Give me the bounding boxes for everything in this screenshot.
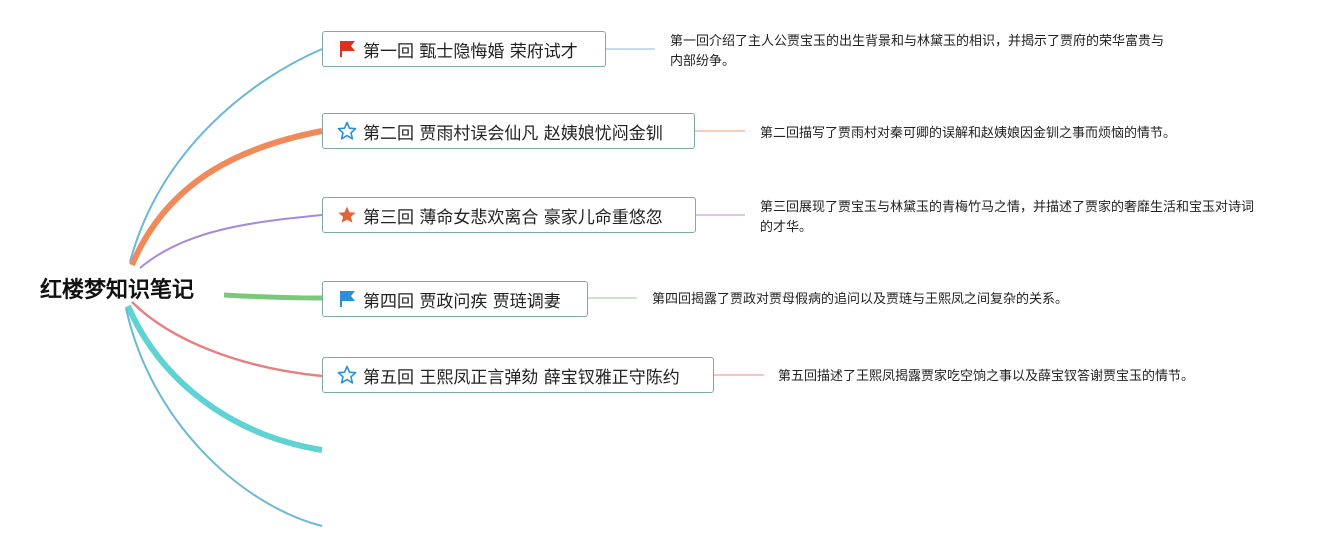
- chapter-node-2[interactable]: 第二回 贾雨村误会仙凡 赵姨娘忧闷金钏: [322, 113, 695, 149]
- chapter-description-2: 第二回描写了贾雨村对秦可卿的误解和赵姨娘因金钏之事而烦恼的情节。: [760, 126, 1177, 141]
- red-flag-icon: [337, 39, 357, 59]
- branch-line-4: [223, 292, 323, 301]
- chapter-title: 第四回 贾政问疾 贾琏调妻: [363, 291, 561, 312]
- chapter-node-4[interactable]: 第四回 贾政问疾 贾琏调妻: [322, 281, 588, 317]
- branch-line-6: [125, 304, 323, 453]
- orange-star-icon: [337, 205, 357, 225]
- branch-line-3: [139, 214, 323, 269]
- branch-lines: [125, 48, 323, 527]
- root-topic[interactable]: 红楼梦知识笔记: [40, 278, 195, 303]
- description-connectors: [588, 48, 764, 376]
- chapter-node-3[interactable]: 第三回 薄命女悲欢离合 豪家儿命重悠忽: [322, 197, 696, 233]
- branch-line-5: [131, 301, 323, 378]
- branch-line-1: [129, 48, 323, 263]
- chapter-title: 第五回 王熙凤正言弹劾 薛宝钗雅正守陈约: [363, 367, 680, 388]
- chapter-description-5: 第五回描述了王熙凤揭露贾家吃空饷之事以及薛宝钗答谢贾宝玉的情节。: [778, 369, 1195, 384]
- chapter-title: 第一回 甄士隐悔婚 荣府试才: [363, 41, 578, 62]
- branch-line-7: [125, 307, 323, 527]
- chapter-description-3: 第三回展现了贾宝玉与林黛玉的青梅竹马之情，并描述了贾家的奢靡生活和宝玉对诗词的才…: [760, 200, 1255, 235]
- branch-line-2: [129, 128, 323, 267]
- chapter-title: 第二回 贾雨村误会仙凡 赵姨娘忧闷金钏: [363, 123, 663, 144]
- chapter-description-1: 第一回介绍了主人公贾宝玉的出生背景和与林黛玉的相识，并揭示了贾府的荣华富贵与内部…: [670, 34, 1165, 69]
- chapter-node-1[interactable]: 第一回 甄士隐悔婚 荣府试才: [322, 31, 606, 67]
- chapter-node-5[interactable]: 第五回 王熙凤正言弹劾 薛宝钗雅正守陈约: [322, 357, 714, 393]
- chapter-title: 第三回 薄命女悲欢离合 豪家儿命重悠忽: [363, 207, 663, 228]
- chapter-description-4: 第四回揭露了贾政对贾母假病的追问以及贾琏与王熙凤之间复杂的关系。: [652, 292, 1069, 307]
- blue-star-outline-icon: [337, 121, 357, 141]
- blue-flag-icon: [337, 289, 357, 309]
- blue-star-outline-icon: [337, 365, 357, 385]
